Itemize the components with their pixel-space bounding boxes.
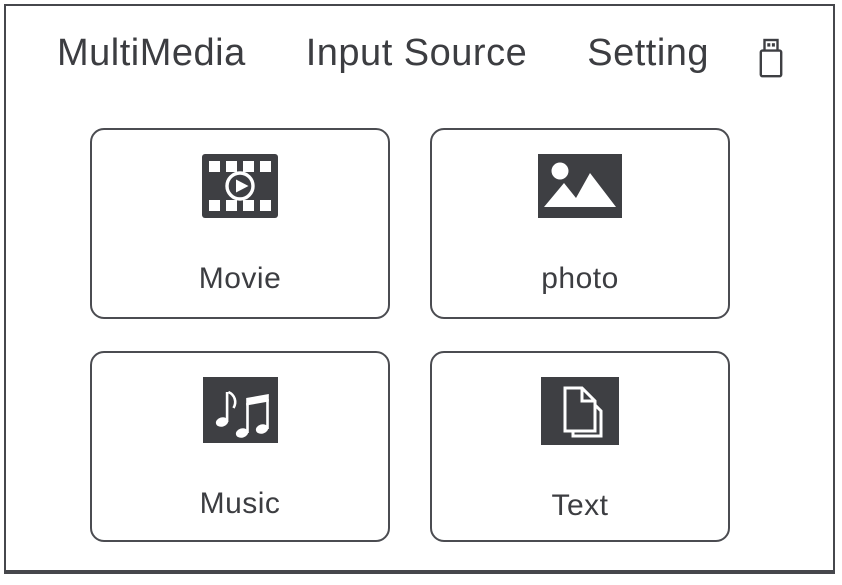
menu-bar: MultiMedia Input Source Setting	[57, 28, 785, 84]
text-card[interactable]: Text	[430, 351, 730, 542]
document-pages-icon	[541, 377, 619, 445]
photo-card[interactable]: photo	[430, 128, 730, 319]
music-notes-icon	[202, 377, 278, 443]
photo-image-icon	[538, 154, 622, 218]
film-strip-icon	[202, 154, 278, 218]
music-card[interactable]: Music	[90, 351, 390, 542]
photo-card-label: photo	[541, 262, 619, 295]
usb-drive-icon[interactable]	[757, 37, 785, 84]
movie-card-label: Movie	[198, 262, 282, 295]
text-card-label: Text	[551, 489, 609, 522]
media-card-grid: Movie photo	[90, 128, 730, 542]
screen-frame: MultiMedia Input Source Setting	[4, 4, 835, 574]
menu-item-setting[interactable]: Setting	[587, 32, 710, 74]
movie-card[interactable]: Movie	[90, 128, 390, 319]
menu-item-input-source[interactable]: Input Source	[305, 32, 528, 74]
music-card-label: Music	[199, 487, 281, 520]
menu-item-multimedia[interactable]: MultiMedia	[57, 32, 246, 74]
